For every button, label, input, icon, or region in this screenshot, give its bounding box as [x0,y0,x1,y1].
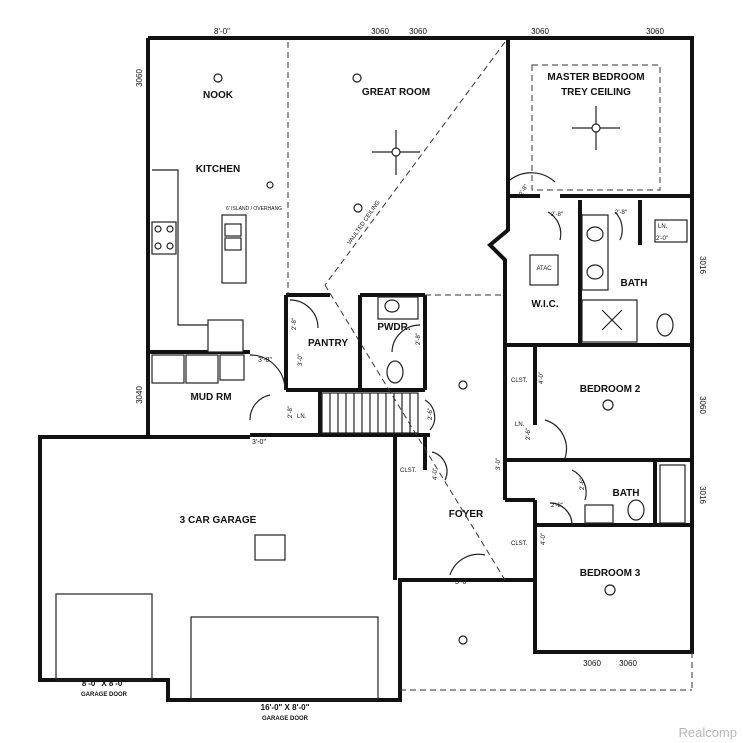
dim-ln2-door: 2'-6" [526,428,532,440]
pwdr-toilet [386,360,404,384]
dim-right-bath2: 3016 [698,486,707,504]
dim-stair-door: 2'-6" [428,408,434,420]
room-labels: NOOK GREAT ROOM MASTER BEDROOM TREY CEIL… [180,72,648,579]
bath2-vanity [584,504,614,524]
label-bath2: BATH [612,488,639,499]
dim-bed2-door: 3'-0" [496,458,502,470]
dim-mb-bath-door: 2'-8" [551,212,563,218]
dim-clst-b2: CLST. [511,378,528,384]
trey-ceiling-outline [531,64,661,191]
dim-pantry-door: 2'-8" [292,318,298,330]
dim-left-top: 3060 [135,69,144,87]
interior-walls [148,38,692,580]
label-master-bedroom: MASTER BEDROOM [547,72,644,83]
note-garage-door-right: 16'-0" X 8'-0" [261,703,310,712]
shower [581,299,638,343]
label-master-bath: BATH [620,278,647,289]
light-fixtures [213,73,616,645]
dim-clst-b3-door: 4'-0" [541,533,547,545]
label-bedroom3: BEDROOM 3 [580,568,641,579]
toilet [656,313,674,337]
door-swings [249,172,623,576]
dim-garage-entry: 3'-0" [252,439,266,446]
label-garage: 3 CAR GARAGE [180,515,257,526]
dim-bottom1: 3060 [583,659,601,668]
ceiling-fans [372,106,620,175]
dim-ln2: LN. [515,422,525,428]
label-great-room: GREAT ROOM [362,87,430,98]
label-bedroom2: BEDROOM 2 [580,384,641,395]
washer [151,354,185,384]
dim-clst-b3: CLST. [511,541,528,547]
label-pantry: PANTRY [308,338,348,349]
dim-left-mid: 3040 [135,386,144,404]
master-fan [572,106,620,150]
dim-ln-door: 2'-8" [288,406,294,418]
note-island: 6' ISLAND / OVERHANG [226,206,282,212]
vaulted-ceiling-lines [287,41,661,581]
dim-bath2-door: 2'-6" [580,478,586,490]
note-atac: ATAC [536,266,552,272]
dim-top-mb1: 3060 [531,27,549,36]
dim-bottom2: 3060 [619,659,637,668]
laundry-sink [219,354,245,381]
atac-box [529,254,559,286]
refrigerator [207,319,244,353]
dim-linen-door: 2'-0" [656,236,668,242]
watermark: Realcomp [678,725,737,740]
dryer [185,354,219,384]
note-garage-door-left: 8'-0" X 8'-0" [82,679,127,688]
bath-fixtures [254,214,688,561]
dim-top-gr1: 3060 [371,27,389,36]
dim-clst-foyer-door: 4'-0" [433,468,439,480]
dim-right-bed2: 3060 [698,396,707,414]
great-room-fan [372,130,420,175]
dim-ln-master: LN. [658,224,668,230]
label-mud-rm: MUD RM [190,392,231,403]
label-nook: NOOK [203,90,234,101]
dim-bath2-door2: 2'-8" [551,503,563,509]
label-trey-ceiling: TREY CEILING [561,87,631,98]
dim-pwdr-door: 2'-8" [416,333,422,345]
dim-foyer-side: 3'-0" [298,354,304,366]
dim-mud-door: 3'-0" [258,357,272,364]
label-kitchen: KITCHEN [196,164,240,175]
linen-closet [654,219,688,243]
bath2-toilet [627,499,645,521]
dim-mb-bath-door2: 2'-8" [615,210,627,216]
dim-top-nook: 8'-0" [214,27,230,36]
note-garage-door-left-sub: GARAGE DOOR [81,692,128,698]
dim-clst-foyer: CLST. [400,468,417,474]
garage-door-right [190,616,379,701]
stairs [321,392,419,434]
dim-front-door: 3'-0" [455,579,469,586]
label-powder: PWDR. [377,322,411,333]
dim-mb-door: 2'-8" [519,184,530,197]
kitchen-fixtures [151,169,247,384]
dim-top-gr2: 3060 [409,27,427,36]
dim-right-bath: 3016 [698,256,707,274]
exterior-walls [38,36,694,702]
garage-door-left [55,593,153,681]
label-foyer: FOYER [449,509,484,520]
label-wic: W.I.C. [531,299,558,310]
note-vaulted: VAULTED CEILING [347,199,382,246]
tub [659,464,686,524]
dim-top-mb2: 3060 [646,27,664,36]
garage-appliance [254,534,286,561]
dimensions: 8'-0" 3060 3060 3060 3060 3060 3040 3016… [135,27,707,668]
dim-ln-mud: LN. [297,414,307,420]
note-garage-door-right-sub: GARAGE DOOR [262,716,309,722]
dim-clst-b2-door: 4'-0" [539,372,545,384]
